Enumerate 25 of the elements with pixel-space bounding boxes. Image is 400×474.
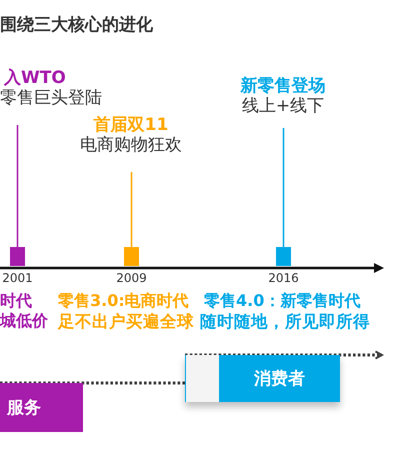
leader-line <box>16 125 18 247</box>
era-description: 足不出户买遍全球 <box>58 312 194 332</box>
timeline-marker <box>10 247 25 266</box>
event-title: 首届双11 <box>94 115 168 136</box>
dotted-arrow <box>185 350 383 360</box>
era-description: 随时随地，所见即所得 <box>200 312 370 332</box>
year-label: 2016 <box>268 271 299 286</box>
dotted-connector-line <box>0 382 185 384</box>
event-description: 线上+线下 <box>242 96 324 116</box>
era-title: 零售4.0：新零售时代 <box>204 292 360 311</box>
event-title: 新零售登场 <box>240 76 326 96</box>
event-description: 电商购物狂欢 <box>80 135 182 156</box>
category-box: 消费者 <box>185 355 340 402</box>
timeline-marker <box>124 247 139 266</box>
era-title: 时代 <box>0 292 32 311</box>
diagram-title: 围绕三大核心的进化 <box>0 15 153 36</box>
timeline-marker <box>276 247 291 266</box>
leader-line <box>282 128 284 247</box>
category-box: 服务 <box>0 383 83 432</box>
year-label: 2009 <box>116 271 147 286</box>
event-description: 零售巨头登陆 <box>0 88 102 108</box>
event-title: 入WTO <box>4 68 66 88</box>
year-label: 2001 <box>2 271 33 286</box>
era-title: 零售3.0:电商时代 <box>58 292 189 311</box>
leader-line <box>130 172 132 247</box>
